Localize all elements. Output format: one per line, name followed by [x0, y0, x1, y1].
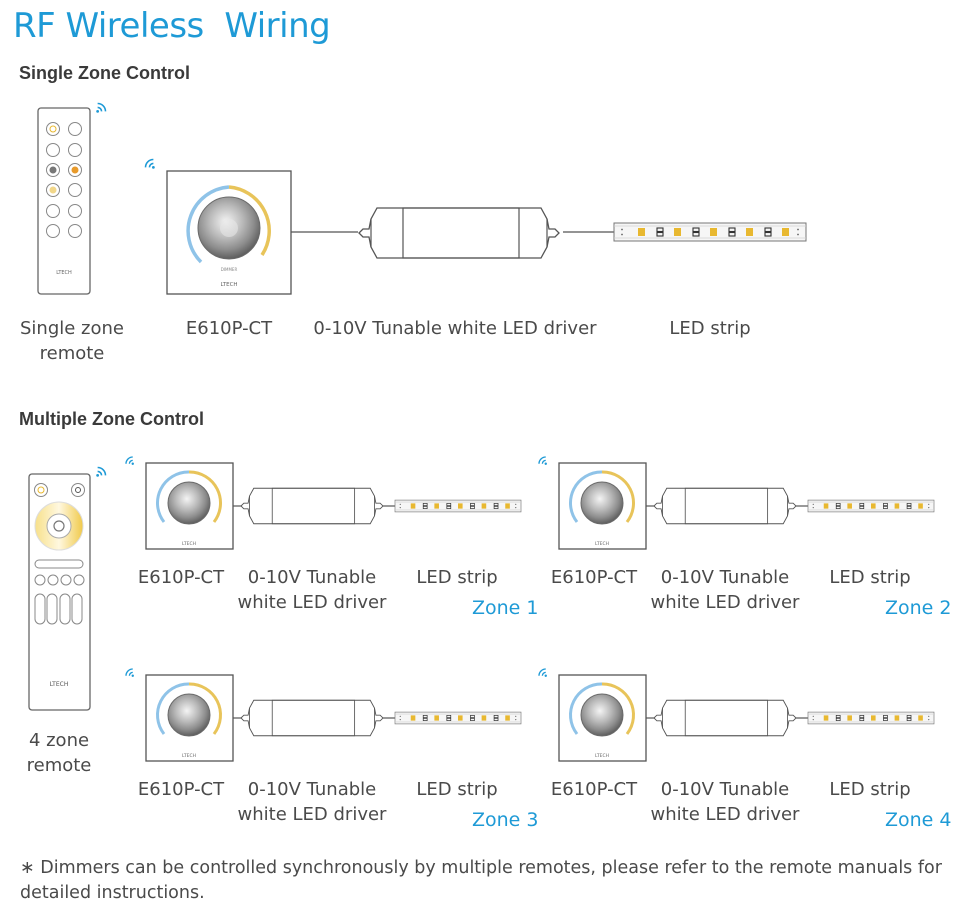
multi-remote: LTECH: [28, 473, 91, 711]
panel-brand: LTECH: [182, 753, 196, 759]
remote-brand: LTECH: [50, 681, 69, 688]
single-panel: DIMMER LTECH: [144, 158, 292, 295]
single-driver-label: 0-10V Tunable white LED driver: [313, 318, 597, 339]
zone-strip-label: LED strip: [829, 567, 911, 588]
zone-label: Zone 3: [472, 809, 539, 831]
single-remote: LTECH: [37, 107, 91, 295]
signal-icon: [95, 466, 107, 478]
panel-brand: LTECH: [220, 282, 237, 288]
signal-icon: [538, 668, 548, 678]
zone-panel-label: E610P-CT: [550, 567, 638, 588]
zone-driver: [240, 699, 384, 737]
signal-icon: [144, 158, 156, 170]
single-panel-label: E610P-CT: [185, 318, 273, 339]
zone-driver: [653, 699, 797, 737]
zone-3-group: LTECH: [125, 668, 522, 762]
signal-icon: [95, 102, 107, 114]
signal-icon: [125, 668, 135, 678]
signal-icon: [538, 456, 548, 466]
zone-led-strip: [394, 711, 522, 725]
zone-panel-label: E610P-CT: [550, 779, 638, 800]
section-heading-multi: Multiple Zone Control: [19, 409, 204, 429]
zone-2-group: LTECH: [538, 456, 935, 550]
remote-brand: LTECH: [56, 270, 72, 276]
zone-label: Zone 1: [472, 597, 539, 619]
zone-strip-label: LED strip: [829, 779, 911, 800]
single-led-strip: [613, 222, 807, 242]
zone-led-strip: [394, 499, 522, 513]
zone-4-group: LTECH: [538, 668, 935, 762]
zone-panel-label: E610P-CT: [137, 779, 225, 800]
section-heading-single: Single Zone Control: [19, 63, 190, 83]
zone-strip-label: LED strip: [416, 779, 498, 800]
zone-panel: LTECH: [145, 674, 234, 762]
zone-label: Zone 4: [885, 809, 952, 831]
zone-panel: LTECH: [558, 462, 647, 550]
footnote: ∗ Dimmers can be controlled synchronousl…: [20, 858, 942, 903]
zone-1-group: LTECH: [125, 456, 522, 550]
panel-caption: DIMMER: [221, 267, 238, 272]
zone-panel: LTECH: [558, 674, 647, 762]
zone-driver: [653, 487, 797, 525]
single-driver: [358, 207, 560, 259]
zone-label: Zone 2: [885, 597, 952, 619]
panel-brand: LTECH: [182, 541, 196, 547]
zone-panel: LTECH: [145, 462, 234, 550]
zone-led-strip: [807, 499, 935, 513]
zone-strip-label: LED strip: [416, 567, 498, 588]
signal-icon: [125, 456, 135, 466]
zone-driver: [240, 487, 384, 525]
page-title: RF Wireless Wiring: [13, 6, 331, 46]
panel-brand: LTECH: [595, 753, 609, 759]
single-strip-label: LED strip: [669, 318, 751, 339]
zone-panel-label: E610P-CT: [137, 567, 225, 588]
panel-brand: LTECH: [595, 541, 609, 547]
zone-led-strip: [807, 711, 935, 725]
